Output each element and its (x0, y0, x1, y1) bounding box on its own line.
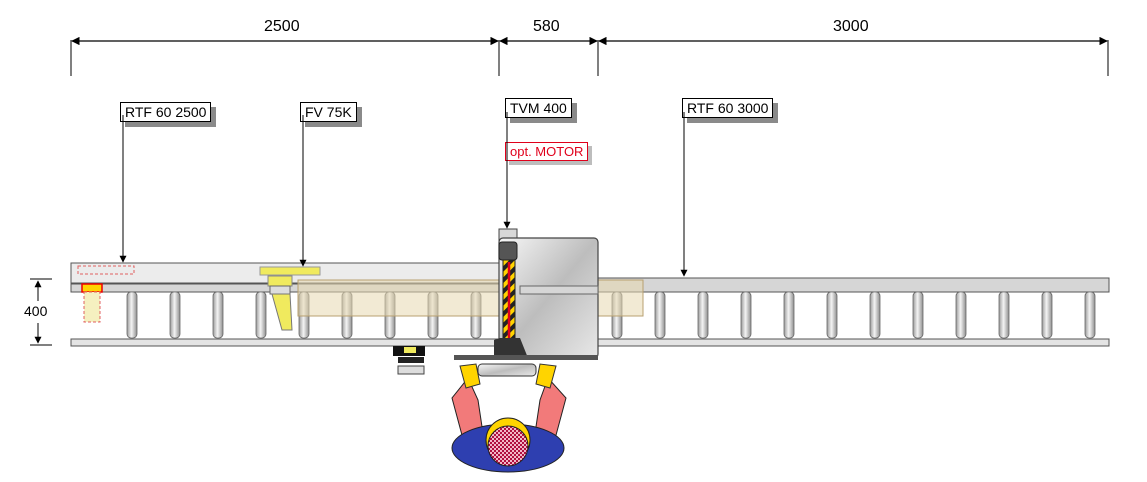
fv-device (259, 266, 321, 331)
roller (654, 291, 666, 339)
dimension-right-length: 3000 (833, 18, 869, 35)
operator-figure (451, 363, 567, 473)
roller (826, 291, 838, 339)
callout-leaders (119, 112, 688, 277)
foot-pedal (393, 346, 425, 375)
dimension-left-length: 2500 (264, 18, 300, 35)
roller (869, 291, 881, 339)
roller (212, 291, 224, 339)
callout-rtf-left: RTF 60 2500 (120, 102, 212, 122)
roller (912, 291, 924, 339)
roller (255, 291, 267, 339)
roller (169, 291, 181, 339)
callout-tvm: TVM 400 (505, 98, 572, 118)
roller (1041, 291, 1053, 339)
roller (955, 291, 967, 339)
callout-motor: opt. MOTOR (505, 142, 589, 161)
dimension-middle-length: 580 (533, 18, 560, 35)
roller (998, 291, 1010, 339)
roller (126, 291, 138, 339)
callout-fv: FV 75K (300, 102, 357, 122)
roller (740, 291, 752, 339)
roller (697, 291, 709, 339)
dimension-lines (30, 36, 1109, 346)
callout-rtf-right: RTF 60 3000 (682, 98, 774, 118)
dimension-height: 400 (24, 303, 48, 319)
roller-conveyor-right (597, 277, 1110, 347)
tvm-machine (454, 228, 599, 360)
roller (783, 291, 795, 339)
roller (1084, 291, 1096, 339)
end-stop-left (77, 265, 135, 323)
